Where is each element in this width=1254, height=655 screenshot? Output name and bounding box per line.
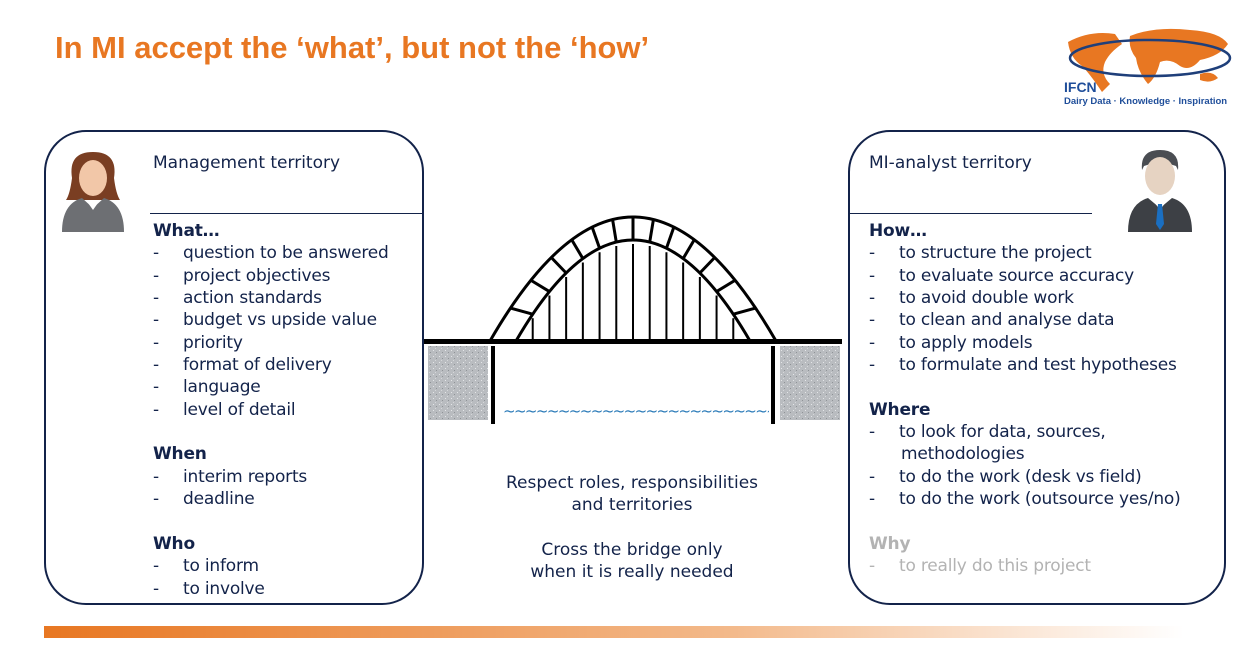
arch-stone-joint — [648, 219, 655, 243]
list-item-continuation: methodologies — [901, 444, 1025, 465]
right-abutment — [780, 346, 840, 420]
list-item: -question to be answered — [153, 243, 389, 264]
water: ~~~~~~~~~~~~~~~~~~~~~~~~~~~~ — [503, 402, 769, 420]
arch-stone-joint — [681, 239, 696, 260]
list-item: -format of delivery — [153, 355, 332, 376]
bridge-deck — [424, 339, 842, 344]
analyst-territory-label: MI-analyst territory — [869, 153, 1032, 173]
arch-stone-joint — [665, 226, 676, 249]
slide-title: In MI accept the ‘what’, but not the ‘ho… — [55, 30, 650, 65]
what-heading: What… — [153, 221, 220, 241]
list-item: -to formulate and test hypotheses — [869, 355, 1177, 376]
list-item: -project objectives — [153, 265, 331, 286]
list-item: -priority — [153, 332, 243, 353]
list-item: -to avoid double work — [869, 288, 1074, 309]
arch-stone-joint — [570, 239, 585, 260]
list-item: -action standards — [153, 288, 322, 309]
arch-stone-joint — [590, 226, 601, 249]
list-item: -to look for data, sources, — [869, 422, 1106, 443]
arch-stone-joint — [698, 256, 716, 275]
list-item: -language — [153, 377, 261, 398]
arch-stone-joint — [732, 306, 756, 316]
analyst-territory-box — [848, 130, 1226, 605]
analyst-list: How… -to structure the project -to evalu… — [869, 220, 1181, 578]
list-item: -to apply models — [869, 332, 1033, 353]
analyst-avatar-icon — [1128, 150, 1192, 232]
list-item: -interim reports — [153, 466, 308, 487]
left-abutment — [428, 346, 488, 420]
list-item: -level of detail — [153, 399, 296, 420]
list-item: -to clean and analyse data — [869, 310, 1115, 331]
center-message: Respect roles, responsibilities and terr… — [505, 473, 759, 583]
divider — [150, 213, 422, 214]
management-territory-box — [44, 130, 424, 605]
arch-stone-joint — [530, 278, 551, 293]
left-pillar — [491, 346, 495, 424]
world-map-logo-icon — [1068, 28, 1232, 92]
arch-stone-joint — [510, 306, 534, 316]
arch-stone-joint — [550, 256, 568, 275]
why-heading: Why — [869, 533, 911, 554]
divider — [848, 213, 1092, 214]
list-item: -to inform — [153, 556, 259, 577]
list-item: -deadline — [153, 489, 255, 510]
right-pillar — [771, 346, 775, 424]
list-item: -to involve — [153, 578, 265, 599]
management-list: What… -question to be answered -project … — [153, 220, 389, 600]
logo-name: IFCN — [1064, 79, 1097, 95]
arch-stone-joint — [715, 278, 736, 293]
list-item: -to do the work (outsource yes/no) — [869, 489, 1181, 510]
how-heading: How… — [869, 221, 927, 241]
logo-tagline: Dairy Data · Knowledge · Inspiration — [1064, 96, 1228, 107]
list-item: -to really do this project — [869, 556, 1091, 577]
list-item: -to structure the project — [869, 243, 1092, 264]
list-item: -to evaluate source accuracy — [869, 265, 1135, 286]
list-item: -budget vs upside value — [153, 310, 377, 331]
who-heading: Who — [153, 533, 195, 554]
when-heading: When — [153, 444, 207, 465]
list-item: -to do the work (desk vs field) — [869, 466, 1142, 487]
arch-stone-joint — [611, 219, 618, 243]
where-heading: Where — [869, 399, 931, 420]
footer-gradient-bar — [44, 626, 1184, 638]
manager-avatar-icon — [62, 152, 124, 232]
management-territory-label: Management territory — [153, 153, 341, 173]
